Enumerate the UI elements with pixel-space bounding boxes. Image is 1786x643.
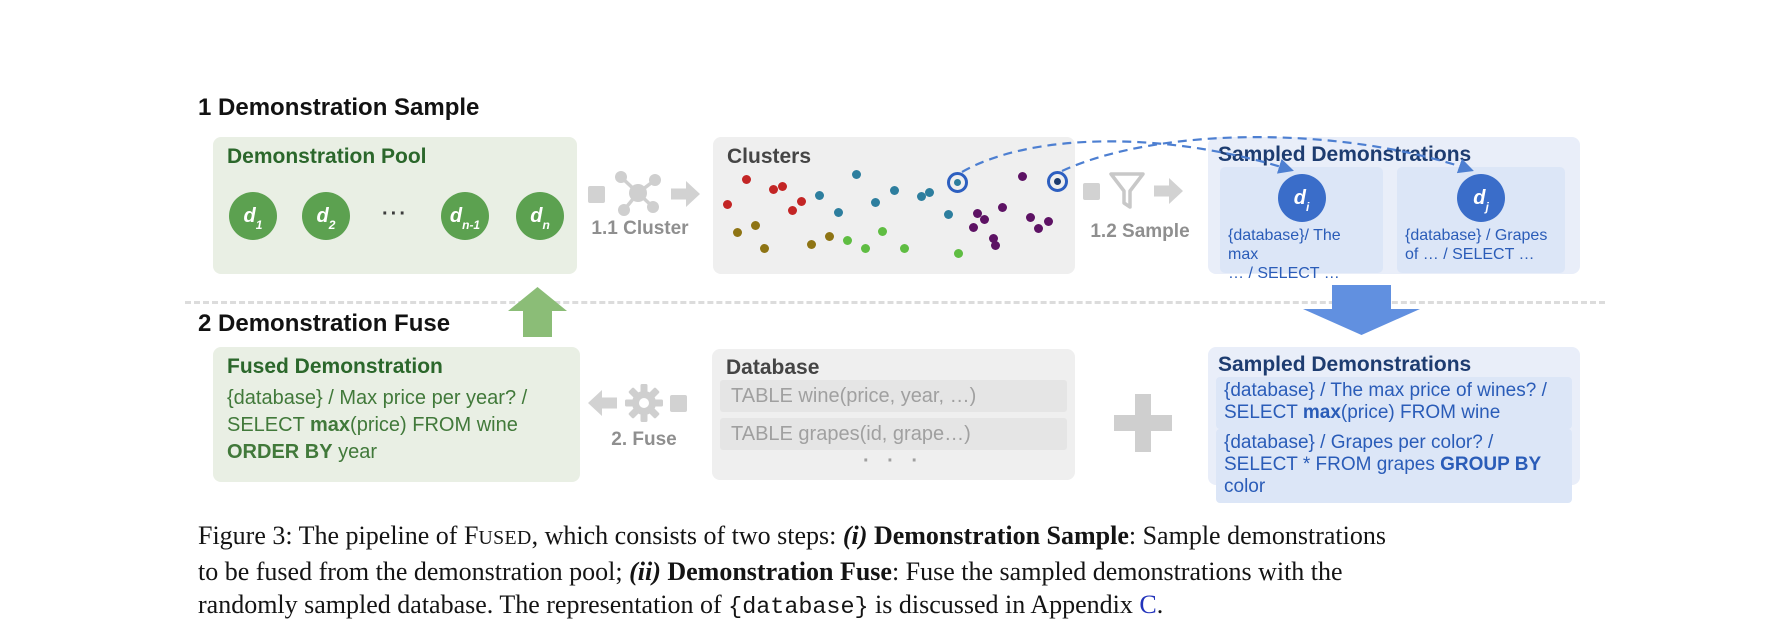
- cluster-dot: [1025, 212, 1035, 222]
- process-square-icon: [670, 394, 687, 412]
- caption-line-1: Figure 3: The pipeline of FUSED, which c…: [198, 521, 1386, 550]
- section1-title: 1 Demonstration Sample: [198, 94, 480, 121]
- plus-icon: [1114, 394, 1172, 452]
- up-arrow: [508, 287, 567, 337]
- cluster-dot: [979, 214, 989, 224]
- database-rows: TABLE wine(price, year, …) TABLE grapes(i…: [720, 380, 1067, 456]
- cluster-dot: [943, 209, 953, 219]
- cluster-dot: [972, 208, 982, 218]
- cluster-dot: [916, 191, 926, 201]
- sampled-demonstrations-bottom-box: Sampled Demonstrations {database} / The …: [1208, 347, 1580, 503]
- caption-line-3: randomly sampled database. The represent…: [198, 590, 1164, 621]
- cluster-dot: [1033, 223, 1043, 233]
- arrow-right-icon: [671, 181, 700, 207]
- cluster-dot: [851, 169, 861, 179]
- cluster-dot: [806, 239, 816, 249]
- sampled-demo-card: {database} / Grapes per color? / SELECT …: [1216, 429, 1572, 503]
- cluster-dot: [899, 243, 909, 253]
- cluster-dot: [777, 181, 787, 191]
- cluster-dot: [877, 226, 887, 236]
- sampled-bottom-title: Sampled Demonstrations: [1218, 353, 1472, 376]
- fused-demonstration-box: Fused Demonstration {database} / Max pri…: [213, 347, 580, 482]
- cluster-dot: [1043, 216, 1053, 226]
- selected-cluster-dot: [1046, 170, 1068, 192]
- sample-step-icons: [1083, 170, 1184, 212]
- cluster-dot: [824, 231, 834, 241]
- appendix-link[interactable]: C: [1139, 590, 1157, 619]
- cluster-network-icon: [615, 171, 661, 216]
- cluster-dot: [722, 199, 732, 209]
- cluster-dot: [787, 205, 797, 215]
- gear-icon: [625, 384, 663, 422]
- cluster-step-icons: [588, 168, 701, 220]
- cluster-scatter: [713, 137, 1075, 274]
- cluster-step-label: 1.1 Cluster: [591, 218, 689, 239]
- cluster-dot: [953, 248, 963, 258]
- section-divider-dashed-line: [185, 301, 1605, 304]
- sampled-demo-card: {database} / The max price of wines? / S…: [1216, 377, 1572, 429]
- section2-title: 2 Demonstration Fuse: [198, 310, 451, 337]
- clusters-title: Clusters: [727, 145, 812, 168]
- caption-line-2: to be fused from the demonstration pool;…: [198, 557, 1343, 586]
- fused-demonstration-text: {database} / Max price per year? / SELEC…: [227, 387, 528, 463]
- pool-title: Demonstration Pool: [227, 145, 427, 168]
- cluster-dot: [968, 222, 978, 232]
- cluster-dot: [796, 196, 806, 206]
- database-ellipsis: · · ·: [862, 450, 925, 472]
- database-table-row: TABLE wine(price, year, …): [720, 380, 1067, 412]
- cluster-dot: [997, 202, 1007, 212]
- pool-ellipsis: ···: [382, 203, 408, 225]
- cluster-dot: [741, 174, 751, 184]
- cluster-dot: [750, 220, 760, 230]
- cluster-dot: [842, 235, 852, 245]
- fuse-step-label: 2. Fuse: [611, 429, 677, 450]
- process-square-icon: [588, 185, 605, 203]
- down-arrow: [1303, 285, 1420, 335]
- funnel-icon: [1109, 172, 1145, 209]
- cluster-dot: [889, 185, 899, 195]
- cluster-dot: [924, 187, 934, 197]
- cluster-dot: [759, 243, 769, 253]
- cluster-dot: [768, 184, 778, 194]
- fuse-step-icons: [588, 384, 687, 422]
- sample-step-label: 1.2 Sample: [1090, 221, 1190, 242]
- selected-cluster-dot: [946, 171, 968, 193]
- cluster-dot: [870, 197, 880, 207]
- process-square-icon: [1083, 182, 1100, 200]
- sampled-top-title: Sampled Demonstrations: [1218, 143, 1472, 166]
- cluster-dot: [814, 190, 824, 200]
- cluster-dot: [988, 233, 998, 243]
- fused-title: Fused Demonstration: [227, 355, 443, 378]
- cluster-dot: [990, 240, 1000, 250]
- arrow-right-icon: [1154, 178, 1183, 204]
- cluster-dot: [1017, 171, 1027, 181]
- database-box: Database TABLE wine(price, year, …)TABLE…: [712, 349, 1075, 480]
- cluster-dot: [860, 243, 870, 253]
- figure-caption: Figure 3: The pipeline of FUSED, which c…: [198, 519, 1386, 625]
- arrow-left-icon: [588, 390, 617, 416]
- database-title: Database: [726, 356, 820, 379]
- cluster-dot: [833, 207, 843, 217]
- cluster-dot: [732, 227, 742, 237]
- demo-text: {database}/ The max… / SELECT …: [1228, 227, 1341, 282]
- clusters-box: Clusters: [713, 137, 1075, 274]
- database-table-row: TABLE grapes(id, grape…): [720, 418, 1067, 450]
